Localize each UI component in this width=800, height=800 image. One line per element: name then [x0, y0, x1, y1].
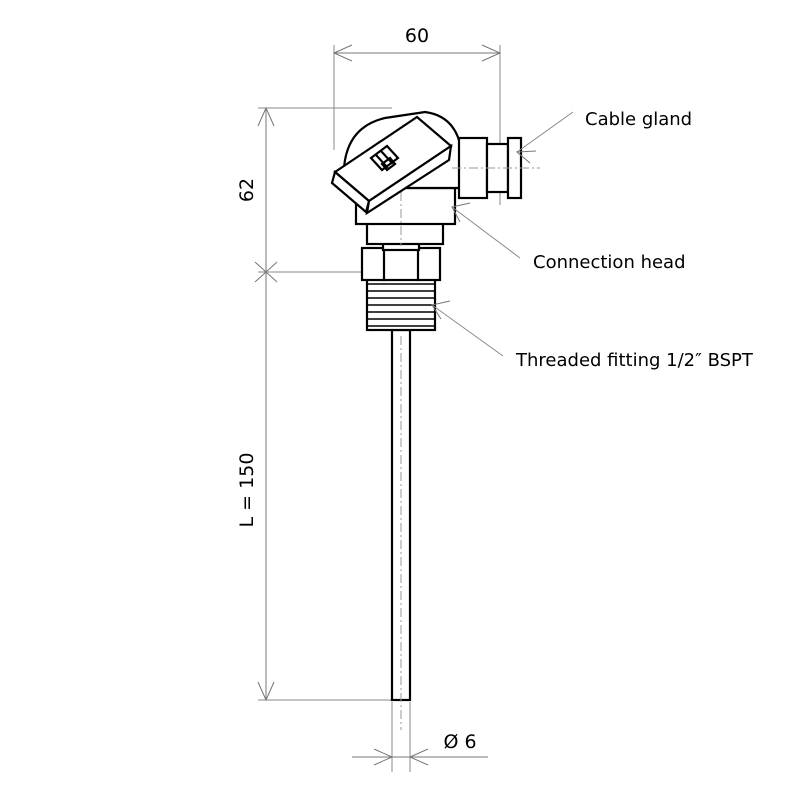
lid-side-face: [365, 143, 453, 216]
lid-latch-rib-a: [379, 149, 394, 165]
callout-connection-head: Connection head: [451, 202, 686, 273]
angled-lid: [330, 115, 453, 216]
dimension-label-width: 60: [405, 25, 429, 47]
lid-edge-band: [330, 170, 371, 214]
hex-nut-body: [360, 246, 442, 282]
callout-label-connection-head: Connection head: [533, 252, 686, 273]
leader-arrow-cable-gland: [515, 150, 537, 164]
thread-body: [365, 276, 437, 332]
arrow-width-right: [481, 44, 502, 62]
arrow-width-left: [332, 44, 353, 62]
dimension-label-head-height: 62: [236, 178, 258, 202]
callout-threaded-fitting: Threaded fitting 1/2″ BSPT: [431, 300, 754, 371]
thread-hatching: [367, 283, 435, 327]
dimension-label-insertion-length: L = 150: [236, 453, 258, 528]
dimension-insertion-length: L = 150: [236, 272, 275, 702]
leader-connection-head: [451, 206, 521, 259]
arrow-dia-right: [408, 748, 429, 766]
arrow-dia-left: [373, 748, 394, 766]
leader-cable-gland: [516, 111, 574, 153]
cable-gland: [452, 136, 540, 200]
dimension-label-diameter: Ø 6: [443, 731, 476, 753]
leader-arrow-connection-head: [451, 202, 471, 223]
callout-label-cable-gland: Cable gland: [585, 109, 692, 130]
dimension-stem-diameter: Ø 6: [352, 731, 488, 766]
arrow-head-height-top: [257, 106, 275, 127]
extension-lines: [258, 45, 501, 772]
dimension-head-height-62: 62: [236, 106, 278, 283]
callout-cable-gland: Cable gland: [515, 109, 692, 164]
flange-body: [365, 220, 445, 246]
leader-threaded-fitting: [431, 304, 504, 357]
hex-nut: [360, 246, 442, 282]
lid-latch-rib-b: [374, 153, 389, 169]
lid-latch-knob: [380, 156, 397, 172]
lid-latch-plate: [369, 144, 400, 172]
callout-label-threaded-fitting: Threaded fitting 1/2″ BSPT: [515, 350, 754, 371]
arrow-insertion-bottom: [257, 681, 275, 702]
threaded-fitting: [365, 276, 437, 332]
probe-stem: [390, 328, 412, 730]
dimension-width-60: 60: [332, 25, 502, 62]
flange: [365, 220, 445, 246]
leader-arrow-threaded-fitting: [431, 300, 451, 320]
